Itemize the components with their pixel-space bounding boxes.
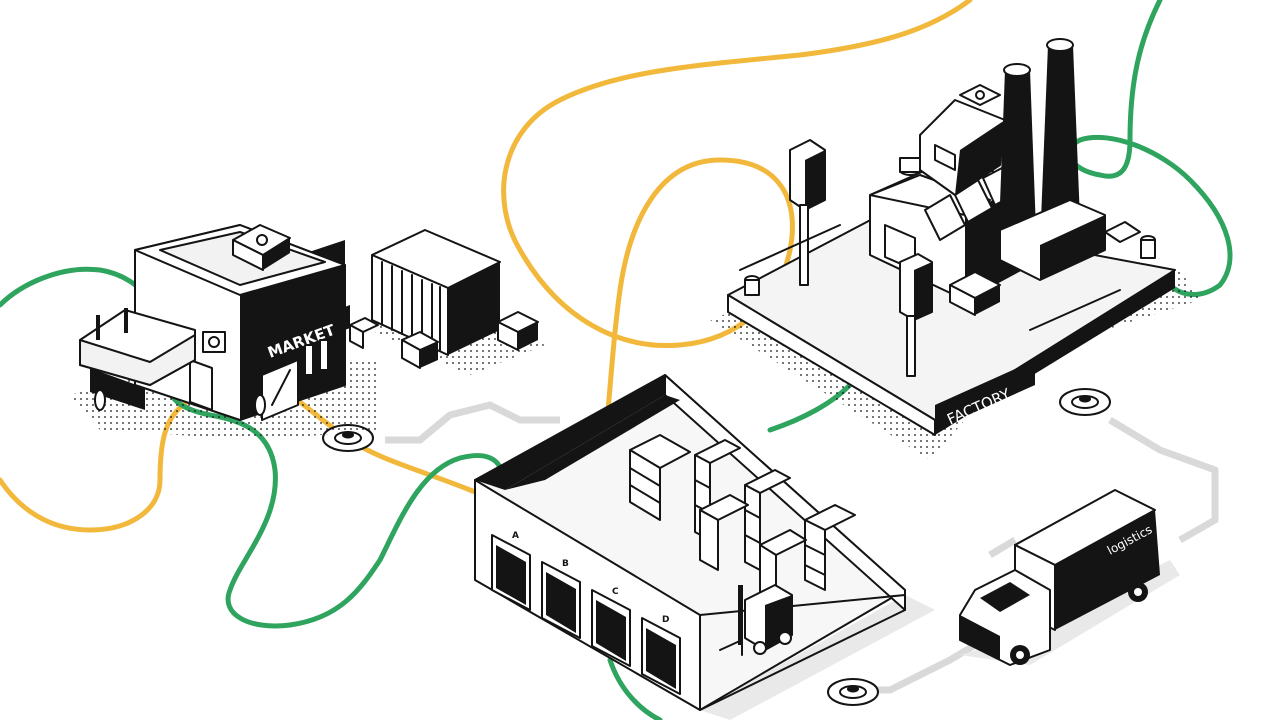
dock-label-d: D (662, 615, 669, 625)
loading-dock-b[interactable] (541, 561, 581, 639)
warehouse-building-icon[interactable]: A B C D (474, 374, 935, 720)
gray-route (385, 401, 1219, 694)
green-route (0, 0, 1233, 720)
shipping-container-icon[interactable] (349, 229, 545, 375)
dock-label-a: A (512, 531, 519, 541)
forklift-icon[interactable] (719, 584, 793, 656)
dock-label-c: C (612, 587, 619, 597)
factory-building-icon[interactable]: FACTORY (710, 38, 1200, 460)
route-node-icon[interactable] (827, 678, 879, 706)
route-node-icon[interactable] (1059, 388, 1111, 416)
loading-dock-d[interactable] (641, 617, 681, 695)
loading-dock-a[interactable] (491, 534, 531, 611)
market-building-icon[interactable]: MARKET (70, 224, 380, 440)
delivery-truck-icon[interactable]: logistics (959, 489, 1180, 666)
dock-label-b: B (562, 559, 569, 569)
loading-dock-c[interactable] (591, 589, 631, 667)
